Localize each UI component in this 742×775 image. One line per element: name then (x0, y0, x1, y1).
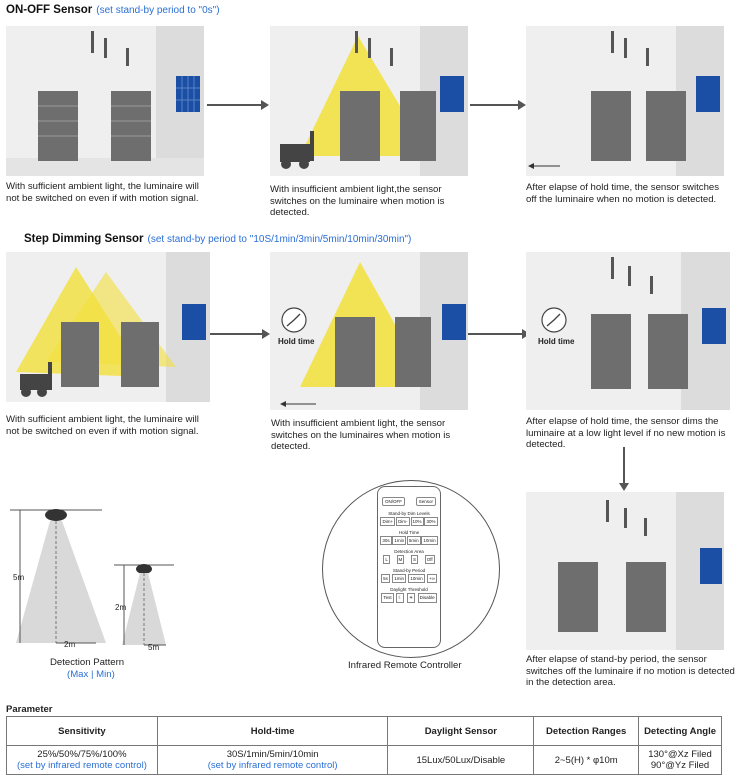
stepdim-scene-3: Hold time (526, 252, 730, 410)
hold-time-label-2: Hold time (278, 337, 315, 346)
stepdim-caption-1: With sufficient ambient light, the lumin… (6, 414, 199, 437)
parameter-table: Sensitivity Hold-time Daylight Sensor De… (6, 716, 722, 775)
forklift-icon (280, 131, 314, 169)
remote-btn[interactable]: M (396, 555, 405, 564)
sensor-icon (136, 564, 152, 574)
arrow-right-icon (470, 100, 526, 110)
remote-btn[interactable]: Dim+ (380, 517, 396, 526)
cell-main: 2~5(H) * φ10m (554, 754, 618, 766)
onoff-caption-3: After elapse of hold time, the sensor sw… (526, 182, 720, 205)
remote-btn[interactable]: ☾ (396, 593, 405, 603)
sensor-icon (45, 509, 67, 521)
remote-btn[interactable]: Test (381, 593, 394, 603)
remote-btn[interactable]: 1min (392, 536, 407, 545)
cell-main: 30S/1min/5min/10min (226, 749, 319, 760)
remote-btn[interactable]: ☀ (406, 593, 415, 603)
label-2m-height: 2m (115, 603, 127, 612)
stepdim-scene-2: Hold time (270, 252, 468, 410)
stepdim-title: Step Dimming Sensor(set stand-by period … (24, 233, 411, 245)
remote-btn[interactable]: 1min (392, 574, 407, 583)
table-header-row: Sensitivity Hold-time Daylight Sensor De… (6, 716, 722, 746)
onoff-subtitle: (set stand-by period to "0s") (96, 5, 220, 16)
cell-sub: (set by infrared remote control) (16, 760, 147, 771)
hold-time-label-3: Hold time (538, 337, 575, 346)
table-cell: 25%/50%/75%/100%(set by infrared remote … (6, 745, 158, 775)
detection-caption: Detection Pattern (50, 657, 125, 668)
remote-btn[interactable]: 5s (381, 574, 390, 583)
arrow-right-icon (210, 329, 270, 339)
label-5m-width: 5m (148, 643, 160, 652)
stepdim-caption-3: After elapse of hold time, the sensor di… (526, 416, 726, 450)
remote-btn[interactable]: S (410, 555, 418, 564)
remote-btn[interactable]: 10min (421, 536, 438, 545)
onoff-caption-2: With insufficient ambient light,the sens… (270, 184, 445, 218)
stepdim-caption-4: After elapse of stand-by period, the sen… (526, 654, 735, 688)
remote-btn-sensor[interactable]: Sensor (415, 497, 436, 506)
remote-caption: Infrared Remote Controller (348, 660, 462, 671)
stepdim-subtitle: (set stand-by period to "10S/1min/3min/5… (147, 234, 412, 245)
remote-sec-daylight: Daylight Threshold (390, 587, 428, 592)
remote-controller: ON/OFF Sensor Stand-by Dim Levels Dim+Di… (377, 486, 441, 648)
remote-btn[interactable]: 10% (410, 517, 424, 526)
table-header: Detecting Angle (638, 716, 722, 746)
remote-btn-onoff[interactable]: ON/OFF (382, 497, 405, 506)
onoff-scene-2 (270, 26, 468, 176)
onoff-scene-1 (6, 26, 204, 176)
onoff-title: ON-OFF Sensor(set stand-by period to "0s… (6, 4, 220, 16)
cell-main: 15Lux/50Lux/Disable (416, 754, 506, 766)
remote-btn[interactable]: Disable (417, 593, 437, 603)
stepdim-scene-1 (6, 252, 210, 402)
detection-pattern-diagram (10, 509, 174, 646)
stepdim-title-text: Step Dimming Sensor (24, 233, 144, 245)
stepdim-scene-4 (526, 492, 724, 650)
label-2m-width: 2m (64, 640, 76, 649)
table-header: Hold-time (156, 716, 388, 746)
cell-sub: (set by infrared remote control) (207, 760, 338, 771)
remote-sec-hold: Hold Time (398, 530, 420, 535)
stepdim-caption-2: With insufficient ambient light, the sen… (271, 418, 451, 452)
detection-caption-sub: (Max | Min) (67, 669, 115, 680)
onoff-scene-3 (526, 26, 724, 176)
remote-btn[interactable]: Dim- (396, 517, 410, 526)
onoff-title-text: ON-OFF Sensor (6, 4, 93, 16)
remote-frame (322, 480, 500, 658)
label-5m-height: 5m (13, 573, 25, 582)
remote-btn[interactable]: 10min (408, 574, 425, 583)
arrow-right-icon (468, 329, 530, 339)
remote-sec-detect: Detection Area (394, 549, 424, 554)
table-header: Daylight Sensor (387, 716, 534, 746)
table-row: 25%/50%/75%/100%(set by infrared remote … (6, 745, 722, 775)
cell-main: 25%/50%/75%/100% (37, 749, 127, 760)
cell-main: 130°@Xz Filed (648, 749, 712, 760)
remote-sec-dim: Stand-by Dim Levels (388, 511, 430, 516)
remote-btn[interactable]: 30% (424, 517, 438, 526)
arrow-right-icon (207, 100, 269, 110)
table-header: Detection Ranges (533, 716, 639, 746)
table-cell: 15Lux/50Lux/Disable (387, 745, 534, 775)
remote-btn[interactable]: Off (424, 555, 435, 564)
remote-btn[interactable]: L (383, 555, 390, 564)
parameter-heading: Parameter (6, 704, 53, 715)
table-cell: 2~5(H) * φ10m (533, 745, 639, 775)
remote-btn[interactable]: 5min (406, 536, 421, 545)
arrow-down-icon (619, 447, 629, 491)
cell-sub: 90°@Yz Filed (650, 760, 710, 771)
onoff-caption-1: With sufficient ambient light, the lumin… (6, 181, 199, 204)
table-header: Sensitivity (6, 716, 158, 746)
remote-sec-standby: Stand-by Period (392, 568, 426, 573)
remote-btn[interactable]: +∞ (426, 574, 437, 583)
remote-btn[interactable]: 30s (380, 536, 392, 545)
table-cell: 30S/1min/5min/10min(set by infrared remo… (156, 745, 388, 775)
